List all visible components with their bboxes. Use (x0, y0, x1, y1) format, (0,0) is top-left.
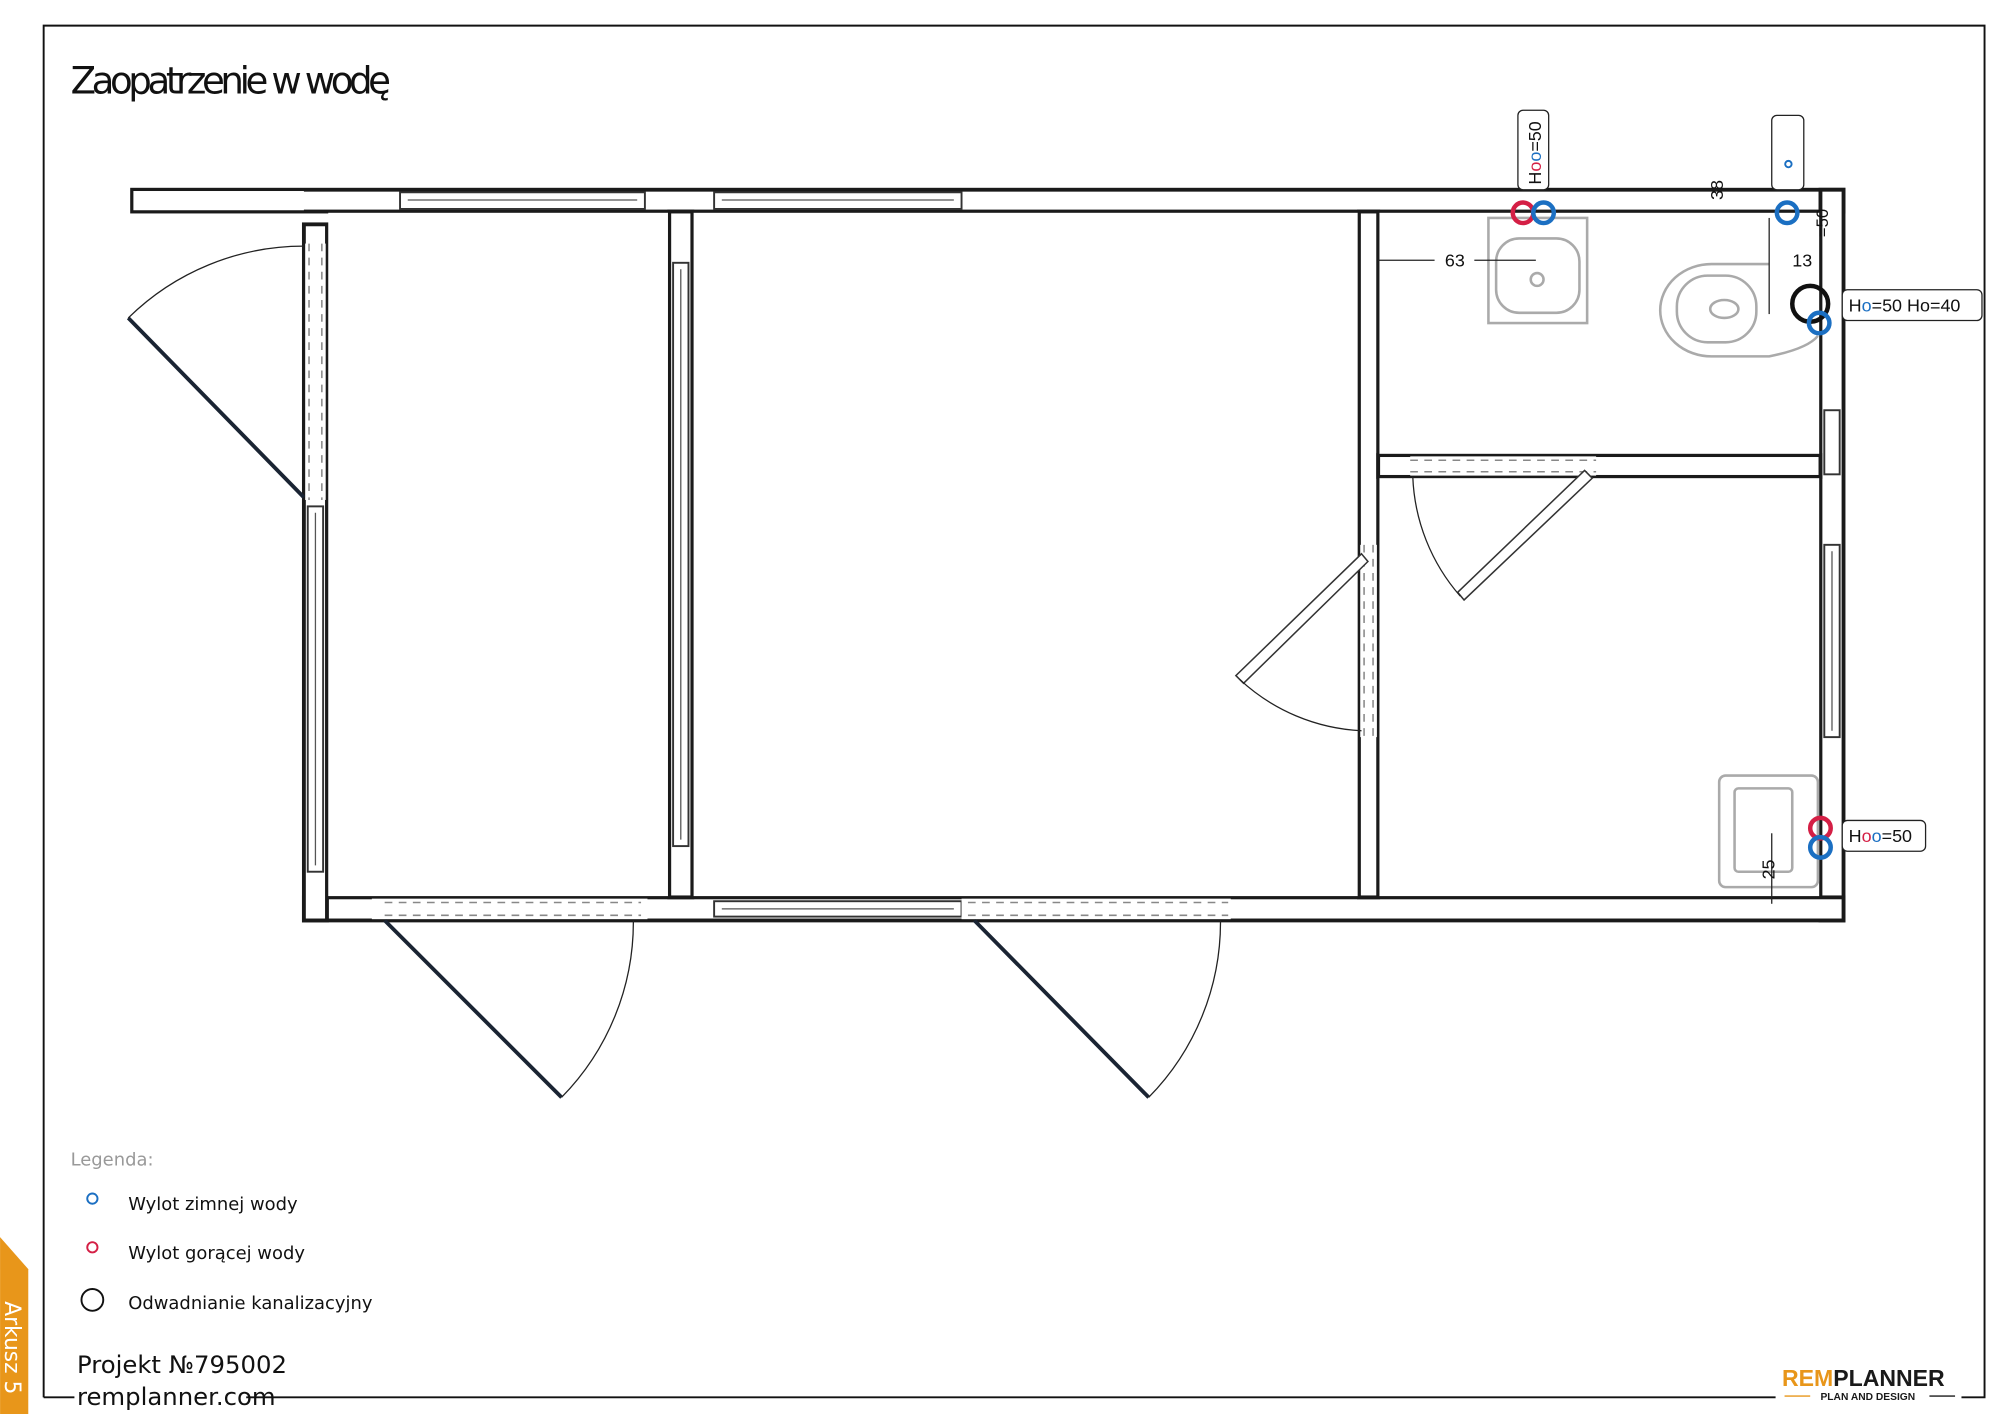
dimension-25: 25 (1758, 859, 1778, 879)
svg-text:Hoo=50: Hoo=50 (1849, 826, 1912, 846)
page-title: Zaopatrzenie w wodę (71, 59, 391, 103)
height-label-sink-top: Hoo=50 (1517, 109, 1550, 191)
cold-water-outlet-icon[interactable] (1807, 834, 1833, 860)
svg-text:PLAN AND DESIGN: PLAN AND DESIGN (1820, 1392, 1915, 1403)
height-label-toilet: Ho=50 Ho=40 (1841, 289, 1983, 322)
cold-water-outlet-icon[interactable] (1531, 200, 1557, 226)
legend-heading: Legenda: (71, 1149, 154, 1170)
dimension-38: 38 (1707, 180, 1727, 200)
site-link[interactable]: remplanner.com (77, 1382, 276, 1411)
windows (306, 191, 1841, 918)
svg-text:Ho=50 Ho=40: Ho=50 Ho=40 (1849, 296, 1961, 316)
sheet-tab-label: Arkusz 5 (0, 1301, 24, 1394)
door-openings (305, 243, 1597, 920)
svg-text:Hoo=50: Hoo=50 (1525, 121, 1545, 184)
sheet-tab[interactable]: Arkusz 5 (0, 1237, 29, 1414)
sink-top: 63 (1378, 216, 1589, 325)
project-number: Projekt №795002 (77, 1350, 287, 1379)
doors (126, 245, 1594, 1099)
hot-water-outlet-icon (86, 1241, 99, 1254)
svg-text:REMPLANNER: REMPLANNER (1782, 1365, 1945, 1391)
cold-water-outlet-icon[interactable] (1774, 200, 1800, 226)
height-label-tank (1771, 114, 1805, 191)
dimension-63: 63 (1445, 251, 1465, 271)
legend-item-label: Odwadnianie kanalizacyjny (128, 1293, 373, 1314)
dimension-13: 13 (1792, 251, 1812, 271)
sheet-frame (42, 24, 1986, 1399)
legend-item-label: Wylot gorącej wody (128, 1243, 305, 1264)
drain-icon (80, 1288, 105, 1312)
height-label-sink-bottom: Hoo=50 (1841, 819, 1927, 852)
legend-item-label: Wylot zimnej wody (128, 1194, 298, 1215)
remplanner-logo: REMPLANNER PLAN AND DESIGN (1782, 1365, 1956, 1403)
cold-water-outlet-icon (86, 1192, 99, 1205)
dimension-tank-height: =50 (1813, 209, 1832, 237)
toilet: 38 13 =50 (1659, 180, 1832, 358)
outlets (1510, 200, 1833, 860)
legend: Legenda: Wylot zimnej wody Wylot gorącej… (71, 1149, 373, 1314)
cold-water-outlet-icon[interactable] (1806, 310, 1832, 336)
sink-bottom: 25 (1717, 774, 1820, 904)
